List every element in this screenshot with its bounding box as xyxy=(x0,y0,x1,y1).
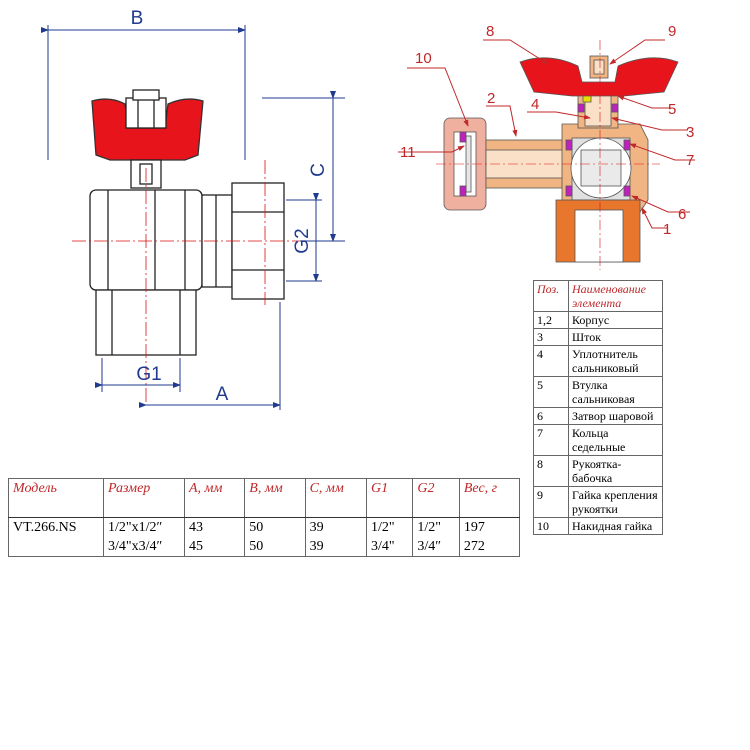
spec-header-c: C, мм xyxy=(304,478,368,518)
parts-pos: 8 xyxy=(533,455,569,487)
spec-g2: 3/4″ xyxy=(412,537,460,557)
callout-11: 11 xyxy=(400,144,416,161)
parts-name: Кольца седельные xyxy=(568,424,663,456)
parts-pos: 4 xyxy=(533,345,569,377)
parts-header-pos: Поз. xyxy=(533,280,569,312)
spec-table-header: Модель Размер A, мм B, мм C, мм G1 G2 Ве… xyxy=(8,478,521,518)
spec-weight: 272 xyxy=(458,537,521,557)
valve-section-view xyxy=(443,55,679,263)
label-b: B xyxy=(131,8,144,29)
parts-header-name: Наименование элемента xyxy=(568,280,663,312)
label-c: C xyxy=(308,163,329,177)
parts-table-header: Поз. Наименование элемента xyxy=(533,280,663,312)
spec-header-g1: G1 xyxy=(366,478,414,518)
spec-c: 39 xyxy=(304,537,368,557)
parts-name: Гайка крепления рукоятки xyxy=(568,486,663,518)
spec-size: 3/4"x3/4″ xyxy=(103,537,185,557)
spec-b: 50 xyxy=(244,517,306,537)
dimension-b xyxy=(41,25,246,160)
parts-name: Рукоятка-бабочка xyxy=(568,455,663,487)
callout-10: 10 xyxy=(415,50,432,67)
spec-header-weight: Вес, г xyxy=(458,478,521,518)
callout-2: 2 xyxy=(487,90,495,107)
spec-a: 45 xyxy=(183,537,246,557)
spec-a: 43 xyxy=(183,517,246,537)
parts-pos: 1,2 xyxy=(533,311,569,329)
parts-name: Уплотнитель сальниковый xyxy=(568,345,663,377)
spec-header-g2: G2 xyxy=(412,478,460,518)
spec-model: VT.266.NS xyxy=(8,517,104,537)
section-center-lines xyxy=(436,40,660,270)
parts-pos: 7 xyxy=(533,424,569,456)
spec-header-model: Модель xyxy=(8,478,104,518)
callout-6: 6 xyxy=(678,206,686,223)
parts-name: Затвор шаровой xyxy=(568,407,663,425)
callout-1: 1 xyxy=(663,221,671,238)
spec-g1: 1/2" xyxy=(366,517,414,537)
spec-row: 3/4"x3/4″ 45 50 39 3/4" 3/4″ 272 xyxy=(8,537,521,557)
label-g1: G1 xyxy=(136,364,161,385)
parts-name: Втулка сальниковая xyxy=(568,376,663,408)
dimension-c xyxy=(262,91,345,242)
parts-name: Накидная гайка xyxy=(568,517,663,535)
spec-weight: 197 xyxy=(458,517,521,537)
valve-side-view xyxy=(89,89,285,356)
center-lines xyxy=(72,160,345,405)
handle-butterfly xyxy=(91,98,204,161)
spec-row: VT.266.NS 1/2"x1/2″ 43 50 39 1/2" 1/2" 1… xyxy=(8,517,521,537)
parts-name: Корпус xyxy=(568,311,663,329)
spec-c: 39 xyxy=(304,517,368,537)
spec-header-size: Размер xyxy=(103,478,185,518)
spec-g2: 1/2" xyxy=(412,517,460,537)
callout-9: 9 xyxy=(668,23,676,40)
parts-pos: 3 xyxy=(533,328,569,346)
parts-name: Шток xyxy=(568,328,663,346)
label-a: A xyxy=(216,384,229,405)
callout-5: 5 xyxy=(668,101,676,118)
callout-3: 3 xyxy=(686,124,694,141)
parts-pos: 10 xyxy=(533,517,569,535)
spec-model-empty xyxy=(8,537,104,557)
parts-pos: 9 xyxy=(533,486,569,518)
spec-table: Модель Размер A, мм B, мм C, мм G1 G2 Ве… xyxy=(8,478,521,557)
valve-drawing: B C G2 G1 A xyxy=(41,8,695,410)
spec-g1: 3/4" xyxy=(366,537,414,557)
dimension-g1 xyxy=(95,358,181,392)
callout-7: 7 xyxy=(686,152,694,169)
spec-b: 50 xyxy=(244,537,306,557)
dimension-g2 xyxy=(286,193,322,282)
callout-4: 4 xyxy=(531,96,539,113)
dimension-a xyxy=(139,302,281,410)
spec-size: 1/2"x1/2″ xyxy=(103,517,185,537)
callout-8: 8 xyxy=(486,23,494,40)
parts-pos: 5 xyxy=(533,376,569,408)
spec-header-a: A, мм xyxy=(183,478,246,518)
label-g2: G2 xyxy=(292,228,313,253)
parts-pos: 6 xyxy=(533,407,569,425)
callout-leaders xyxy=(398,39,695,229)
spec-header-b: B, мм xyxy=(244,478,306,518)
